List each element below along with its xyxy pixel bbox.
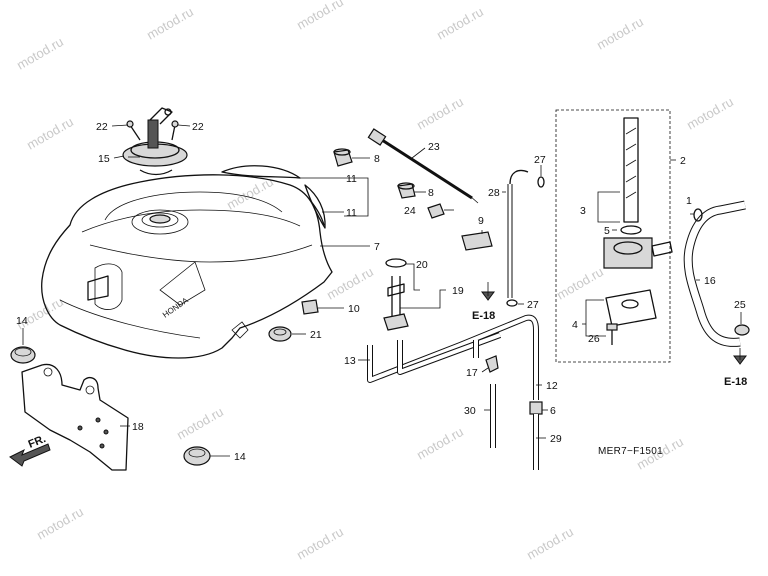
- callout-28: 28: [488, 187, 500, 199]
- callout-21: 21: [310, 329, 322, 341]
- callout-30: 30: [464, 405, 476, 417]
- tube-clip-lower: [506, 299, 518, 307]
- watermark: motod.ru: [14, 34, 66, 73]
- grommet-middle: [397, 182, 416, 199]
- fuel-tube: [683, 200, 746, 347]
- watermark: motod.ru: [34, 504, 86, 543]
- callout-3: 3: [580, 205, 586, 217]
- breather-tube: [507, 169, 529, 298]
- callout-27: 27: [527, 299, 539, 311]
- callout-labels: 22 22 15 8 8 23 11 11 24 7 9 20 19 10 21…: [16, 121, 746, 463]
- hose-clip: [485, 355, 499, 373]
- nut: [427, 203, 445, 219]
- cap-bolt-left: [126, 120, 141, 141]
- watermark: motod.ru: [434, 4, 486, 43]
- callout-16: 16: [704, 275, 716, 287]
- ref-arrow-left: [481, 282, 495, 301]
- tube-clip: [693, 208, 703, 222]
- callout-18: 18: [132, 421, 144, 433]
- callout-8: 8: [428, 187, 434, 199]
- watermark: motod.ru: [24, 114, 76, 153]
- watermark: motod.ru: [554, 264, 606, 303]
- leader-lines: [22, 124, 742, 457]
- callout-25: 25: [734, 299, 746, 311]
- callout-7: 7: [374, 241, 380, 253]
- cushion-lower: [183, 446, 211, 466]
- callout-26: 26: [588, 333, 600, 345]
- fuel-sensor-unit: [383, 258, 409, 331]
- tube-joint: [529, 401, 543, 415]
- cap-bolt-right: [171, 120, 179, 141]
- fuel-tank: HONDA: [41, 174, 333, 359]
- callout-1: 1: [686, 195, 692, 207]
- callout-24: 24: [404, 205, 416, 217]
- callout-12: 12: [546, 380, 558, 392]
- tube-band: [734, 324, 750, 336]
- callout-5: 5: [604, 225, 610, 237]
- drain-hose: [367, 314, 539, 400]
- tank-side-trim: [221, 165, 326, 229]
- tube-clip-upper: [537, 176, 545, 188]
- watermark: motod.ru: [174, 404, 226, 443]
- callout-27: 27: [534, 154, 546, 166]
- watermark: motod.ru: [594, 14, 646, 53]
- long-bolt: [367, 128, 479, 204]
- callout-17: 17: [466, 367, 478, 379]
- callout-15: 15: [98, 153, 110, 165]
- watermark: motod.ru: [414, 94, 466, 133]
- front-direction-arrow: [9, 443, 51, 467]
- reference-e18-right: E-18: [724, 376, 747, 388]
- heat-guard: [21, 363, 129, 471]
- callout-22: 22: [192, 121, 204, 133]
- callout-4: 4: [572, 319, 578, 331]
- grommet-upper: [333, 148, 353, 167]
- reference-e18-left: E-18: [472, 310, 495, 322]
- callout-29: 29: [550, 433, 562, 445]
- diagram-code: MER7−F1501: [598, 446, 663, 457]
- watermark: motod.ru: [684, 94, 736, 133]
- ref-arrow-right: [733, 348, 747, 365]
- callout-14: 14: [16, 315, 28, 327]
- clip: [301, 299, 319, 315]
- fuel-cock-assembly: [555, 109, 673, 363]
- callout-13: 13: [344, 355, 356, 367]
- cushion-upper: [10, 346, 36, 364]
- pad: [461, 231, 493, 251]
- watermark: motod.ru: [414, 424, 466, 463]
- callout-9: 9: [478, 215, 484, 227]
- watermark: motod.ru: [294, 0, 346, 33]
- callout-2: 2: [680, 155, 686, 167]
- callout-6: 6: [550, 405, 556, 417]
- callout-8: 8: [374, 153, 380, 165]
- tank-brand-mark: HONDA: [161, 295, 190, 319]
- watermark: motod.ru: [324, 264, 376, 303]
- callout-11: 11: [346, 173, 357, 185]
- callout-10: 10: [348, 303, 360, 315]
- watermark: motod.ru: [294, 524, 346, 563]
- watermark: motod.ru: [524, 524, 576, 563]
- callout-19: 19: [452, 285, 464, 297]
- callout-11: 11: [346, 207, 357, 219]
- callout-23: 23: [428, 141, 440, 153]
- callout-20: 20: [416, 259, 428, 271]
- callout-14: 14: [234, 451, 246, 463]
- fuel-cap: [122, 107, 188, 176]
- callout-22: 22: [96, 121, 108, 133]
- damper-rubber: [268, 326, 292, 342]
- watermark: motod.ru: [144, 4, 196, 43]
